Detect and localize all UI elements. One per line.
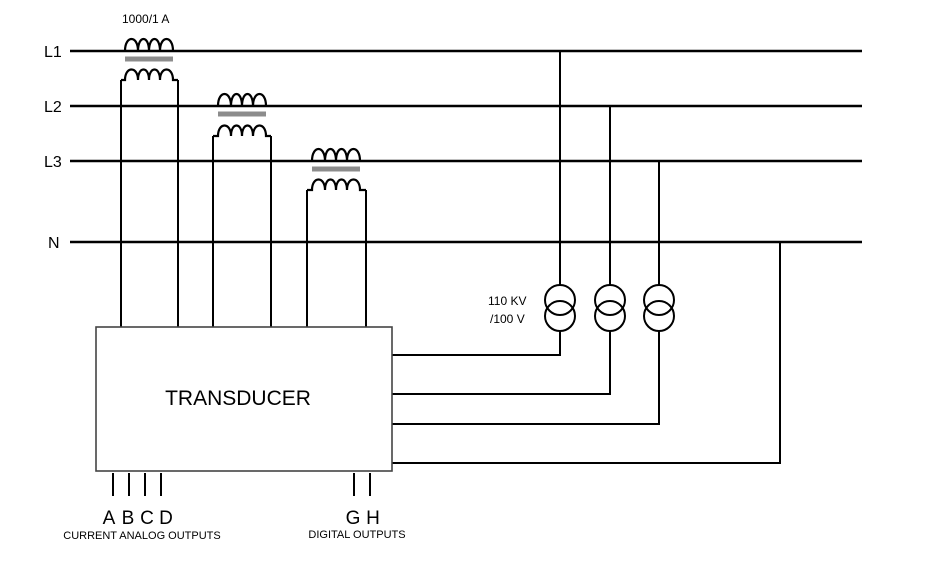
digital-terminal-h: H	[366, 508, 380, 529]
voltage-transformer-3	[643, 284, 675, 332]
vt-ratio-label-kv: 110 KV	[488, 294, 526, 308]
digital-outputs-caption: DIGITAL OUTPUTS	[308, 529, 405, 541]
neutral-wire	[392, 242, 781, 464]
phase-label-l2: L2	[44, 99, 62, 116]
voltage-transformer-1	[544, 284, 576, 332]
analog-outputs-caption: CURRENT ANALOG OUTPUTS	[63, 530, 221, 542]
current-transformer-l3	[306, 147, 367, 327]
transducer-label: TRANSDUCER	[165, 387, 311, 410]
vt-wire-2	[392, 331, 611, 395]
analog-terminal-b: B	[122, 508, 135, 529]
transducer-box	[95, 326, 393, 472]
voltage-transformer-2	[594, 284, 626, 332]
phase-label-l3: L3	[44, 154, 62, 171]
analog-terminal-a: A	[103, 508, 116, 529]
analog-terminal-d: D	[159, 508, 173, 529]
ct-ratio-label: 1000/1 A	[122, 12, 169, 26]
vt-ratio-label-v: /100 V	[490, 312, 525, 326]
current-transformer-l2	[212, 92, 272, 327]
analog-terminal-c: C	[140, 508, 154, 529]
digital-terminal-g: G	[346, 508, 361, 529]
vt-wire-3	[392, 331, 660, 425]
vt-wire-1	[392, 331, 561, 356]
phase-label-l1: L1	[44, 44, 62, 61]
current-transformer-l1	[120, 37, 179, 327]
phase-label-n: N	[48, 235, 60, 252]
